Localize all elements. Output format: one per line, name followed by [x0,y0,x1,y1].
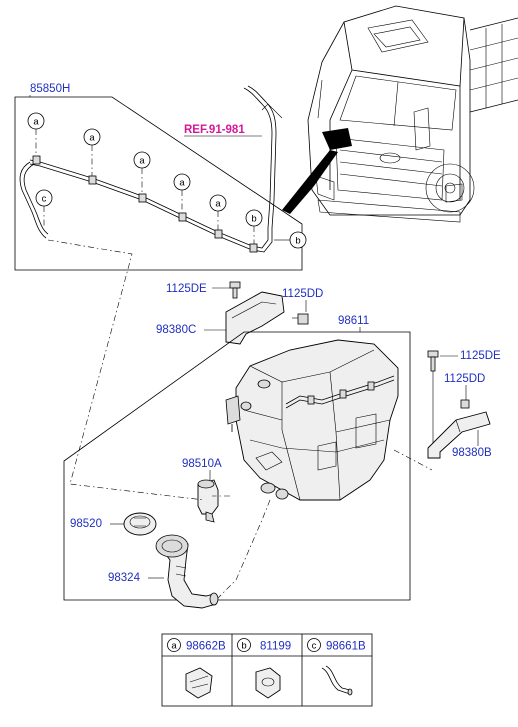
bracket-98380b [427,411,491,459]
svg-text:b: b [295,236,300,247]
nut-right-label: 1125DD [444,373,485,385]
legend-header-c: c 98661B [307,638,366,653]
callout-b-1: b [245,209,263,227]
bolt-right-label: 1125DE [460,350,501,362]
hose-assembly-box [14,96,303,271]
callout-c-1: c [35,189,53,207]
bolt-top-label: 1125DE [166,283,207,295]
legend-hose-c-image [321,665,353,696]
callout-a-5: a [209,194,227,212]
svg-text:a: a [139,156,145,167]
bracket-left-label: 98380C [156,324,196,336]
legend-code-c: 98661B [326,641,366,653]
callout-b-2: b [289,231,307,249]
filler-hose-label: 98324 [108,572,141,584]
legend-code-b: 81199 [260,641,291,653]
reservoir-label: 98611 [338,315,369,327]
pump-label: 98510A [182,458,222,470]
reference-label: REF.91-981 [184,124,245,136]
legend-header-a: a 98662B [167,638,226,653]
callout-a-1: a [27,112,45,130]
svg-text:a: a [179,178,185,189]
nut-top-label: 1125DD [282,288,323,300]
hose-assembly-group: 85850H a a a [14,83,307,271]
washer-pump [197,479,219,515]
legend-code-a: 98662B [186,641,226,653]
callout-a-3: a [133,151,151,169]
svg-text:a: a [89,133,95,144]
svg-text:c: c [42,194,47,205]
bracket-98380c [225,291,285,345]
callout-a-2: a [83,128,101,146]
hose-assembly-label: 85850H [30,83,70,95]
cap-label: 98520 [70,518,102,530]
callout-a-4: a [173,173,191,191]
svg-text:a: a [33,117,39,128]
legend-clip-a-image [185,667,213,699]
svg-text:c: c [312,641,317,652]
washer-reservoir-tank [235,339,399,501]
bracket-98380c-group: 1125DE 1125DD 98380C [156,281,323,345]
legend-table: a 98662B b 81199 c 98661B [161,633,373,707]
legend-clip-b-image [255,667,281,699]
truck-illustration [282,5,518,223]
reservoir-box [63,331,411,601]
svg-text:b: b [241,641,246,652]
legend-header-b: b 81199 [237,638,291,653]
svg-text:a: a [215,199,221,210]
reference-hose: REF.91-981 [184,85,283,229]
reservoir-group: 98611 98510A 9 [47,239,433,609]
svg-text:b: b [251,214,256,225]
bracket-right-label: 98380B [452,447,492,459]
svg-text:a: a [171,641,177,652]
bracket-98380b-group: 1125DE 1125DD 98380B [427,350,501,459]
